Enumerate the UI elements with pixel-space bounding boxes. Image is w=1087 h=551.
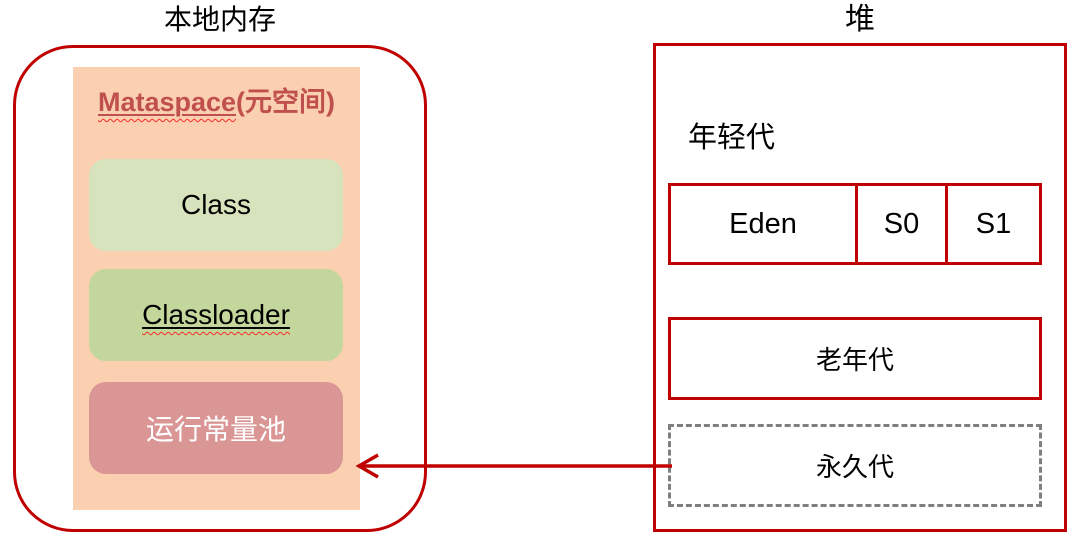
classloader-block-label: Classloader: [142, 299, 290, 330]
classloader-block: Classloader: [89, 269, 343, 361]
class-block: Class: [89, 159, 343, 251]
eden-region: Eden: [668, 183, 858, 265]
local-memory-title: 本地内存: [163, 4, 276, 35]
classloader-label-underline: Classloader: [142, 299, 290, 331]
metaspace-title: Mataspace(元空间): [73, 80, 360, 119]
s0-region-label: S0: [883, 207, 920, 240]
heap-title: 堆: [845, 3, 875, 36]
metaspace-title-name: Mataspace: [97, 87, 237, 117]
perm-gen-label: 永久代: [815, 452, 894, 482]
s1-region: S1: [945, 183, 1042, 265]
local-memory-outline: [13, 45, 427, 532]
class-block-label: Class: [180, 189, 251, 220]
heap-outline: [653, 43, 1067, 532]
s0-region: S0: [855, 183, 948, 265]
s1-region-label: S1: [975, 207, 1012, 240]
old-gen-label: 老年代: [815, 345, 894, 375]
metaspace-title-name-underline: Mataspace: [98, 87, 236, 117]
runtime-constant-pool-block: 运行常量池: [89, 382, 343, 474]
perm-gen-box: 永久代: [668, 424, 1042, 507]
metaspace-title-suffix: (元空间): [236, 87, 336, 117]
eden-region-label: Eden: [729, 207, 797, 240]
young-gen-label: 年轻代: [688, 122, 776, 154]
runtime-constant-pool-label: 运行常量池: [145, 414, 286, 445]
young-gen-row: Eden S0 S1: [668, 183, 1042, 265]
old-gen-box: 老年代: [668, 317, 1042, 400]
